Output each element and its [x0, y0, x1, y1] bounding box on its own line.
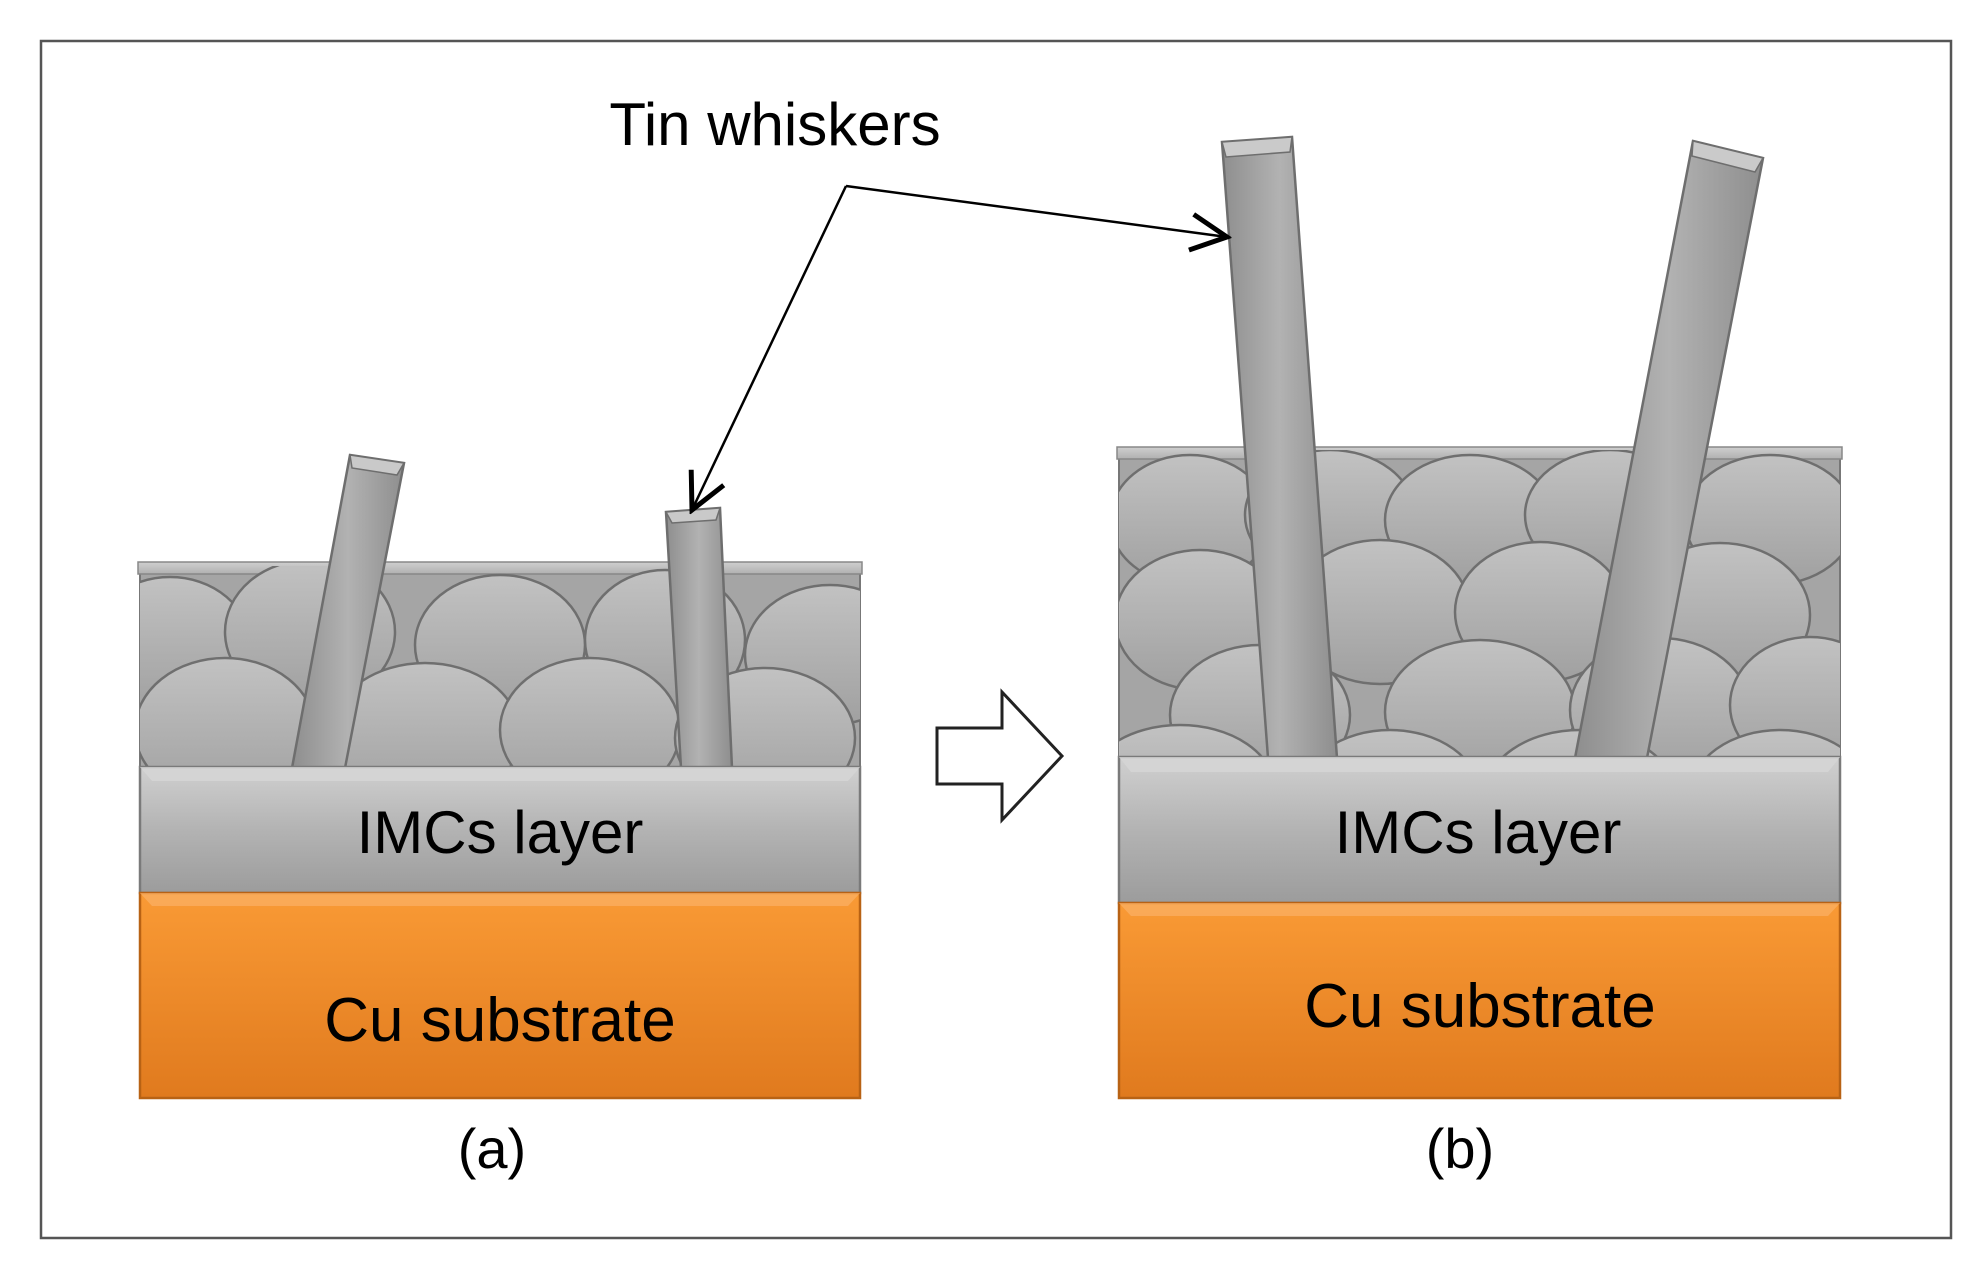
callout-arrow-to-panel-a	[692, 185, 848, 510]
tin-whiskers-label: Tin whiskers	[609, 91, 940, 158]
panel-a-grain-layer-top	[137, 561, 863, 575]
panel-b-cu-bevel	[1119, 903, 1840, 916]
panel-b-whisker-left-tip	[1221, 136, 1293, 158]
panel-a-imc-label: IMCs layer	[357, 799, 644, 866]
panel-a: IMCs layer Cu substrate (a)	[137, 453, 863, 1180]
grain	[1119, 723, 1265, 758]
panel-b-cu-label: Cu substrate	[1304, 972, 1656, 1041]
panel-b-cu-substrate	[1117, 901, 1842, 1100]
panel-a-cu-label: Cu substrate	[324, 986, 676, 1055]
panel-b-caption: (b)	[1426, 1117, 1494, 1180]
grain	[1314, 728, 1466, 758]
panel-a-imc-layer	[138, 765, 862, 895]
panel-b: IMCs layer Cu substrate (b)	[1116, 135, 1843, 1180]
panel-b-whisker-right-tip	[1691, 140, 1765, 173]
tin-whiskers-callout: Tin whiskers	[609, 91, 1227, 510]
grain	[1704, 728, 1840, 758]
panel-a-whisker-left-tip	[349, 454, 406, 476]
panel-a-caption: (a)	[458, 1117, 526, 1180]
panel-a-cu-bevel	[140, 893, 860, 906]
panel-b-imc-bevel	[1119, 757, 1840, 772]
panel-b-imc-label: IMCs layer	[1335, 799, 1622, 866]
panel-b-imc-layer	[1117, 755, 1842, 905]
panel-a-imc-bevel	[140, 767, 860, 781]
transition-arrow	[935, 688, 1065, 824]
grain	[1728, 635, 1840, 758]
callout-arrow-to-panel-b	[845, 184, 1227, 237]
